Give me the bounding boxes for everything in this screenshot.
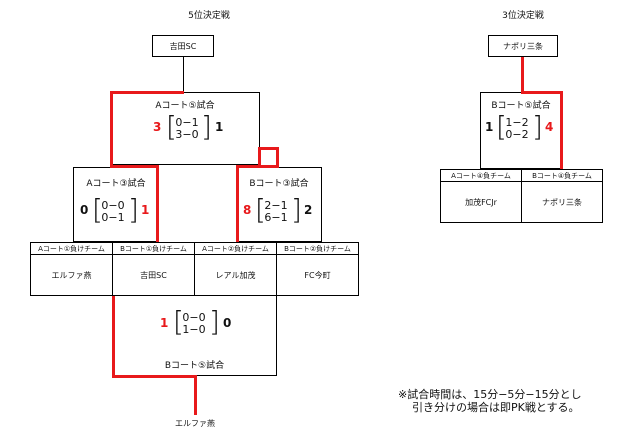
winner-path: [110, 165, 159, 168]
paren-close: ]: [128, 193, 139, 226]
winner-path: [560, 91, 563, 169]
winner-box-3rd: ナポリ三条: [488, 35, 558, 57]
half-scores: 0−0 0−1: [99, 200, 127, 224]
winner-path: [236, 165, 239, 242]
half2: 0−2: [505, 128, 529, 141]
left-score: 1: [485, 120, 494, 134]
winner-path: [112, 375, 196, 378]
note-line-2: 引き分けの場合は即PK戦とする。: [412, 401, 580, 414]
team-cell: エルファ燕: [30, 254, 113, 296]
half1: 0−0: [101, 199, 125, 212]
right-score: 2: [304, 203, 313, 217]
match-label: Bコート⑤試合: [491, 101, 551, 111]
team-cell: レアル加茂: [194, 254, 277, 296]
connector-line: [183, 57, 184, 92]
box-top-line: [184, 92, 260, 93]
winner-path: [260, 147, 279, 150]
half-scores: 0−0 1−0: [180, 312, 208, 336]
winner-name: ナポリ三条: [503, 41, 543, 51]
right-score: 4: [545, 120, 554, 134]
rules-note: ※試合時間は、15分−5分−15分とし 引き分けの場合は即PK戦とする。: [398, 388, 582, 414]
half1: 2−1: [264, 199, 288, 212]
half2: 0−1: [101, 211, 125, 224]
match-box-a3: Aコート③試合 0 [ 0−0 0−1 ] 1: [73, 167, 159, 242]
half1: 1−2: [505, 116, 529, 129]
winner-path: [156, 165, 159, 242]
paren-close: ]: [532, 110, 543, 143]
team-cell: 加茂FCJr: [440, 181, 522, 223]
match-box-b3: Bコート③試合 8 [ 2−1 6−1 ] 2: [236, 167, 322, 242]
match-label: Aコート⑤試合: [155, 101, 215, 111]
left-score: 8: [243, 203, 252, 217]
team-cell: 吉田SC: [112, 254, 195, 296]
paren-close: ]: [209, 305, 220, 338]
match-label: Aコート③試合: [86, 179, 146, 189]
right-score: 0: [223, 316, 232, 330]
half1: 0−0: [182, 311, 206, 324]
half-scores: 1−2 0−2: [503, 117, 531, 141]
winner-path: [521, 91, 563, 94]
paren-open: [: [166, 110, 177, 143]
note-line-1: ※試合時間は、15分−5分−15分とし: [398, 388, 582, 401]
left-score: 3: [153, 120, 162, 134]
paren-open: [: [92, 193, 103, 226]
half-scores: 0−1 3−0: [173, 117, 201, 141]
team-cell: ナポリ三条: [521, 181, 603, 223]
paren-close: ]: [201, 110, 212, 143]
paren-open: [: [173, 305, 184, 338]
half-scores: 2−1 6−1: [262, 200, 290, 224]
right-score: 1: [141, 203, 150, 217]
winner-path: [112, 296, 115, 376]
paren-close: ]: [291, 193, 302, 226]
winner-path-top: [110, 91, 184, 94]
winner-name: 吉田SC: [169, 41, 197, 51]
winner-path: [276, 148, 279, 168]
match-box-b5: 1 [ 0−0 1−0 ] 0 Bコート⑤試合: [112, 296, 277, 376]
winner-path: [236, 165, 278, 168]
left-score: 0: [80, 203, 89, 217]
winner-path: [521, 57, 524, 92]
winner-path: [194, 375, 197, 415]
bottom-winner: エルファ燕: [175, 418, 215, 428]
match-label: Bコート⑤試合: [164, 361, 225, 371]
match-label: Bコート③試合: [249, 179, 309, 189]
left-score: 1: [160, 316, 169, 330]
title-5th-place: 5位決定戦: [188, 11, 230, 21]
half2: 6−1: [264, 211, 288, 224]
winner-path-left: [110, 91, 113, 167]
half1: 0−1: [175, 116, 199, 129]
match-box-a5: Aコート⑤試合 3 [ 0−1 3−0 ] 1: [110, 92, 260, 165]
match-box-3rd: Bコート⑤試合 1 [ 1−2 0−2 ] 4: [480, 92, 562, 169]
paren-open: [: [255, 193, 266, 226]
winner-box-5th: 吉田SC: [152, 35, 214, 57]
team-cell: FC今町: [276, 254, 359, 296]
winner-path: [258, 147, 261, 167]
paren-open: [: [496, 110, 507, 143]
half2: 1−0: [182, 323, 206, 336]
right-score: 1: [215, 120, 224, 134]
box-top-line: [480, 92, 522, 93]
half2: 3−0: [175, 128, 199, 141]
title-3rd-place: 3位決定戦: [502, 11, 544, 21]
